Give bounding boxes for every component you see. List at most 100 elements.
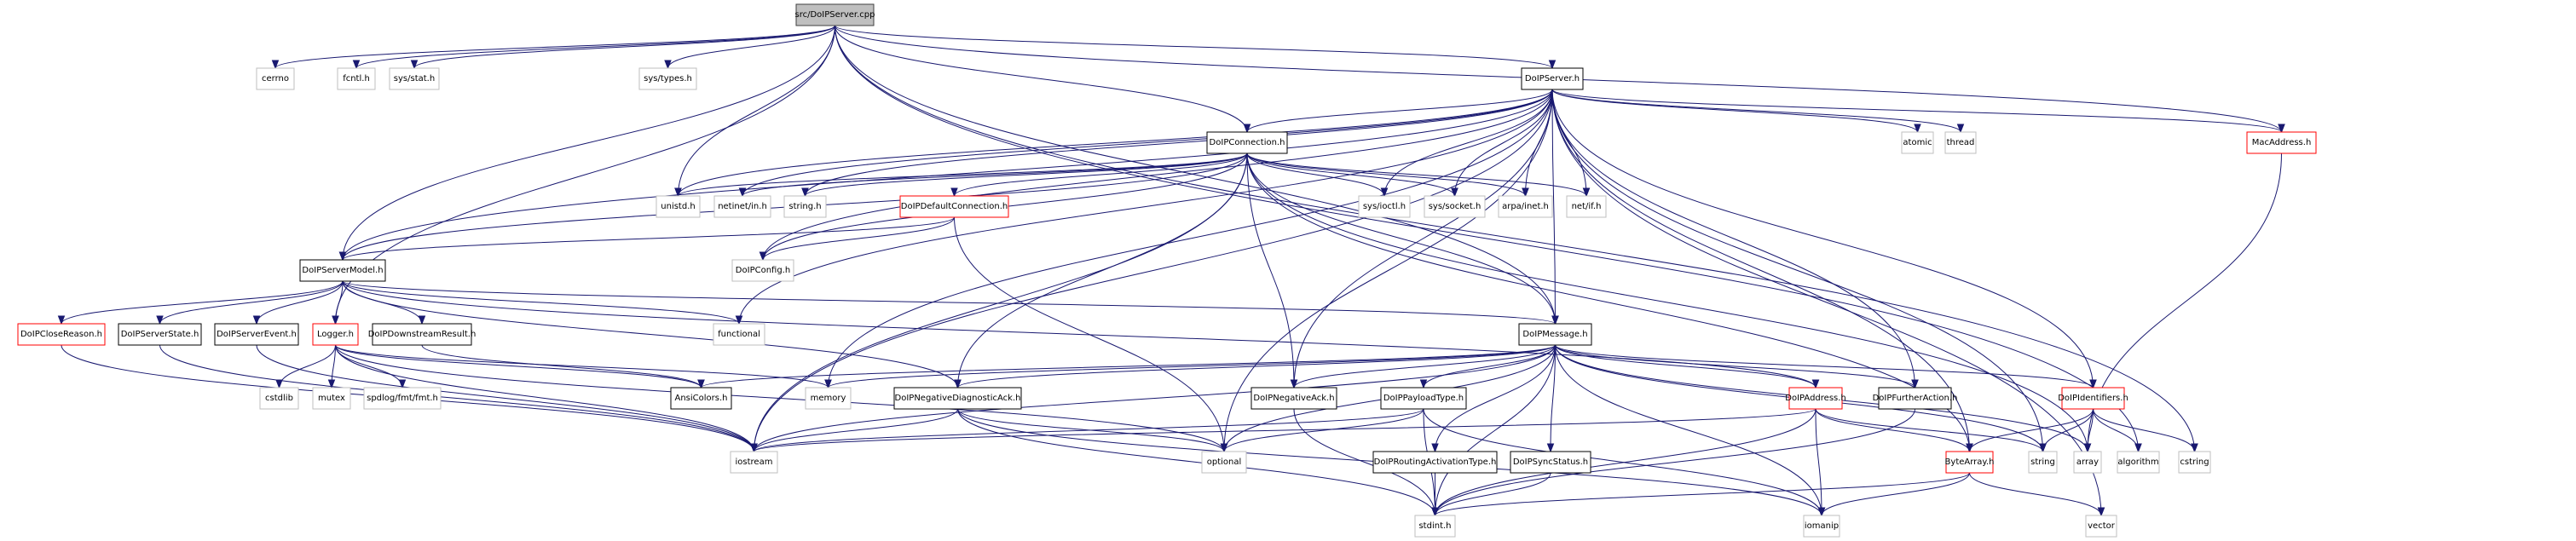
edge-server_h-to-servermodel — [342, 89, 1553, 261]
node-box — [805, 387, 852, 410]
edge-root-to-message — [835, 25, 1556, 325]
edge-message-to-negdiag — [957, 344, 1556, 388]
node-doipclosereason-h[interactable]: DoIPCloseReason.h — [17, 323, 106, 346]
node-label: cstring — [2180, 458, 2209, 467]
node-src-doipserver-cpp[interactable]: src/DoIPServer.cpp — [794, 3, 875, 26]
node-doipnegativeack-h[interactable]: DoIPNegativeAck.h — [1250, 387, 1337, 410]
node-label: netinet/in.h — [718, 202, 767, 211]
node-label: vector — [2088, 521, 2116, 531]
edge-server_h-to-memory — [828, 89, 1553, 388]
node-doipmessage-h[interactable]: DoIPMessage.h — [1518, 323, 1592, 346]
arrowhead-connection-to-netif — [1582, 187, 1591, 198]
edge-message-to-payloadtype — [1423, 344, 1556, 388]
node-doipsyncstatus-h[interactable]: DoIPSyncStatus.h — [1510, 451, 1591, 474]
edge-connection-to-message — [1246, 153, 1556, 325]
node-doipserver-h[interactable]: DoIPServer.h — [1521, 67, 1584, 90]
node-doipaddress-h[interactable]: DoIPAddress.h — [1785, 387, 1846, 410]
node-ansicolors-h[interactable]: AnsiColors.h — [670, 387, 732, 410]
edge-servermodel-to-address — [342, 280, 1816, 388]
edge-server_h-to-furtheraction — [1551, 89, 1915, 388]
arrowhead-root-to-fcntl — [352, 60, 361, 70]
edge-server_h-to-ioctl — [1383, 89, 1553, 197]
edge-message-to-ansicolors — [701, 344, 1556, 388]
edge-connection-to-negack — [1246, 153, 1295, 388]
node-doipdefaultconnection-h[interactable]: DoIPDefaultConnection.h — [899, 195, 1009, 218]
node-doipconnection-h[interactable]: DoIPConnection.h — [1206, 131, 1288, 154]
edge-connection-to-unistd — [678, 153, 1248, 197]
node-doiproutingactivationtype-h[interactable]: DoIPRoutingActivationType.h — [1372, 451, 1498, 474]
node-label: thread — [1947, 138, 1975, 147]
edge-address-to-iomanip — [1815, 408, 1822, 516]
node-doipservermodel-h[interactable]: DoIPServerModel.h — [299, 259, 386, 282]
arrowhead-logger-to-spdlog — [398, 379, 407, 389]
edge-root-to-server_h — [835, 25, 1553, 69]
arrowhead-root-to-cerrno — [271, 60, 280, 70]
arrowhead-server_h-to-atomic — [1914, 124, 1921, 134]
node-box — [656, 195, 701, 218]
arrowhead-bytearray-to-stdint — [1431, 507, 1439, 517]
node-doipserverevent-h[interactable]: DoIPServerEvent.h — [214, 323, 299, 346]
node-box — [1358, 195, 1411, 218]
node-label: DoIPIdentifiers.h — [2058, 394, 2128, 403]
node-box — [1510, 451, 1591, 474]
node-doipserverstate-h[interactable]: DoIPServerState.h — [118, 323, 202, 346]
node-doippayloadtype-h[interactable]: DoIPPayloadType.h — [1380, 387, 1467, 410]
edge-server_h-to-vector — [1551, 89, 2102, 516]
arrowhead-address-to-iostream — [750, 443, 758, 453]
edge-identifiers-to-algorithm — [2093, 408, 2139, 452]
node-doipdownstreamresult-h[interactable]: DoIPDownstreamResult.h — [368, 323, 477, 346]
edge-defconn-to-config — [762, 216, 955, 261]
node-label: spdlog/fmt/fmt.h — [367, 394, 438, 403]
node-box — [730, 451, 778, 474]
arrowhead-connection-to-ioctl — [1380, 187, 1389, 198]
edge-bytearray-to-iomanip — [1821, 472, 1970, 516]
edge-root-to-fcntl — [355, 25, 835, 69]
node-box — [214, 323, 299, 346]
node-label: sys/ioctl.h — [1363, 202, 1406, 211]
arrowhead-servermodel-to-logger — [332, 315, 339, 325]
node-vector: vector — [2085, 515, 2117, 538]
edge-message-to-address — [1555, 344, 1816, 388]
node-box — [256, 67, 295, 90]
arrowhead-message-to-address — [1811, 379, 1820, 389]
arrowhead-server_h-to-thread — [1956, 124, 1965, 134]
node-label: array — [2076, 458, 2099, 467]
edge-connection-to-ioctl — [1246, 153, 1385, 197]
node-label: DoIPCloseReason.h — [20, 330, 102, 339]
node-macaddress-h[interactable]: MacAddress.h — [2246, 131, 2317, 154]
node-doipnegativediagnosticack-h[interactable]: DoIPNegativeDiagnosticAck.h — [893, 387, 1022, 410]
node-box — [299, 259, 386, 282]
node-doipfurtheraction-h[interactable]: DoIPFurtherAction.h — [1873, 387, 1958, 410]
arrowhead-message-to-memory — [824, 379, 832, 389]
node-doipidentifiers-h[interactable]: DoIPIdentifiers.h — [2058, 387, 2128, 410]
edge-payloadtype-to-iostream — [754, 408, 1424, 452]
arrowhead-root-to-systypes — [664, 60, 672, 70]
node-box — [1901, 131, 1934, 154]
edge-bytearray-to-stdint — [1435, 472, 1970, 516]
edge-servermodel-to-serverstate — [159, 280, 344, 325]
edge-connection-to-negdiag — [957, 153, 1248, 388]
node-bytearray-h[interactable]: ByteArray.h — [1945, 451, 1995, 474]
node-logger-h[interactable]: Logger.h — [312, 323, 359, 346]
node-sys-ioctl-h: sys/ioctl.h — [1358, 195, 1411, 218]
node-box — [1250, 387, 1337, 410]
arrowhead-connection-to-socket — [1451, 187, 1458, 198]
edge-logger-to-optional — [335, 344, 1225, 452]
node-box — [731, 259, 794, 282]
arrowhead-message-to-negdiag — [954, 379, 962, 389]
edge-server_h-to-stringh — [805, 89, 1553, 197]
node-label: algorithm — [2117, 458, 2158, 467]
node-label: DoIPRoutingActivationType.h — [1374, 458, 1497, 467]
edge-root-to-systypes — [667, 25, 835, 69]
node-box — [713, 195, 771, 218]
node-doipconfig-h: DoIPConfig.h — [731, 259, 794, 282]
edge-servermodel-to-message — [342, 280, 1556, 325]
edge-connection-to-arpainet — [1246, 153, 1526, 197]
edge-message-to-iomanip — [1555, 344, 1822, 516]
node-box — [363, 387, 442, 410]
edge-server_h-to-socket — [1454, 89, 1553, 197]
node-box — [795, 3, 875, 26]
node-iomanip: iomanip — [1803, 515, 1840, 538]
node-sys-types-h: sys/types.h — [638, 67, 697, 90]
edge-server_h-to-negack — [1293, 89, 1553, 388]
